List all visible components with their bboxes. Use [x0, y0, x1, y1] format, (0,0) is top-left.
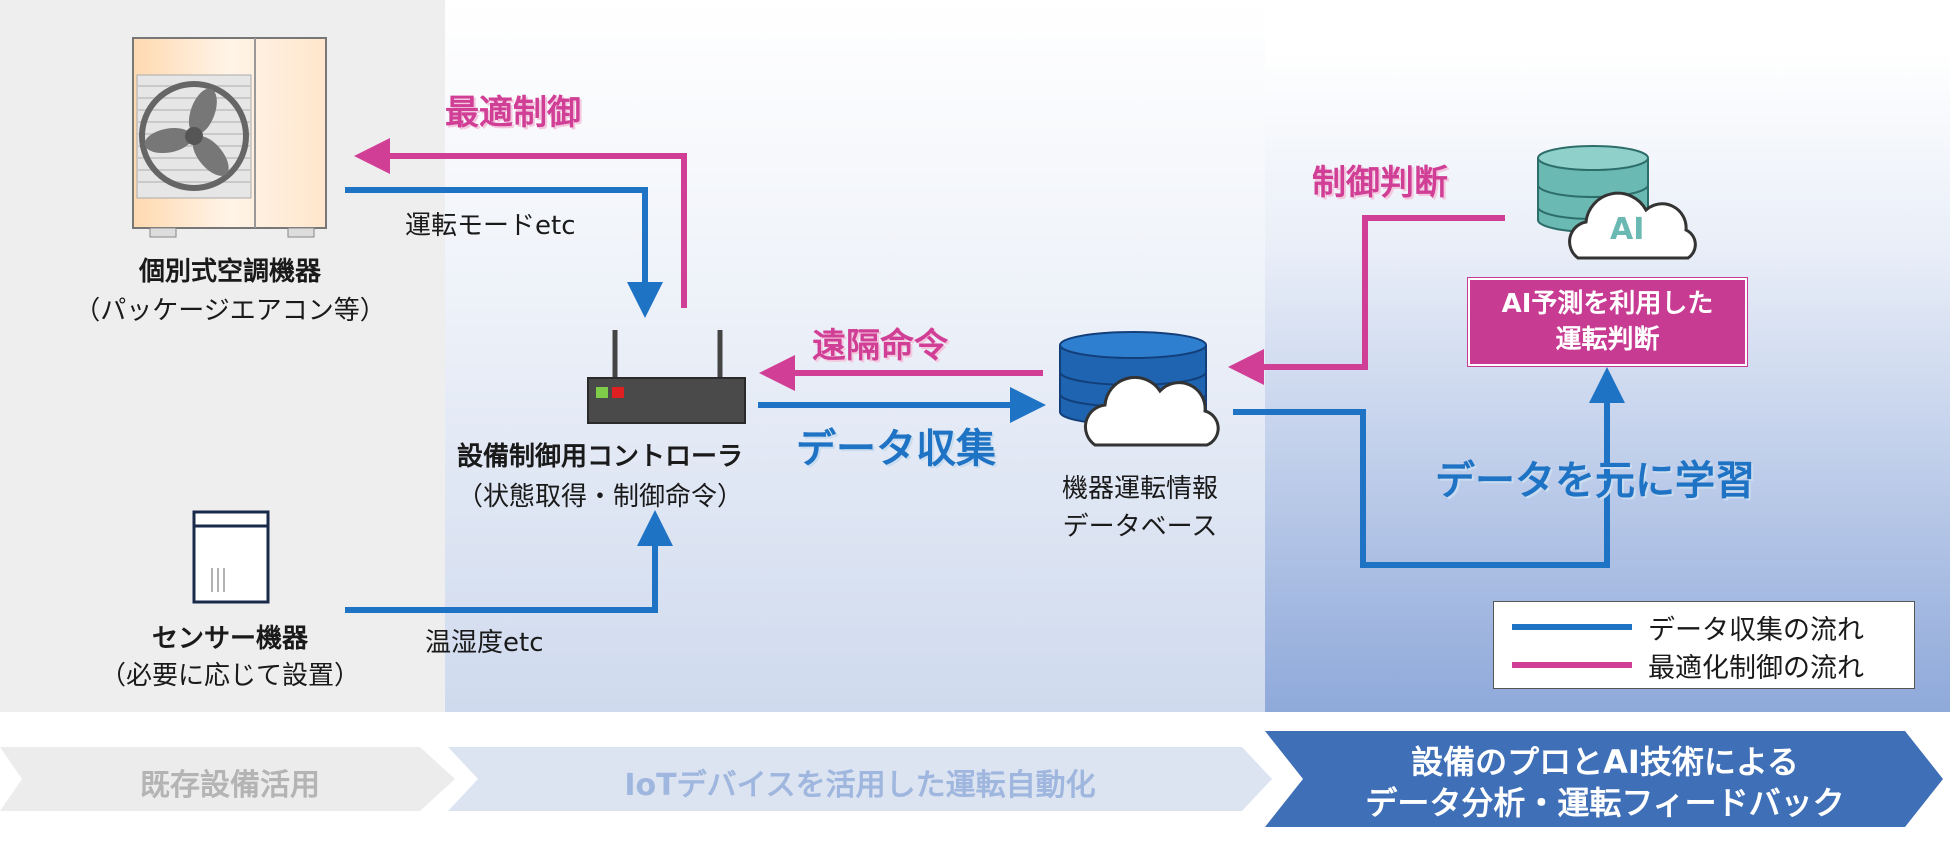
legend-swatch-control: [1512, 662, 1632, 668]
legend-label-control: 最適化制御の流れ: [1648, 652, 1864, 684]
stage-chevron-2: [448, 747, 1272, 811]
ai-badge: AI: [1610, 212, 1645, 247]
database-cloud-icon: [1059, 331, 1220, 447]
ai-box-line-1: AI予測を利用した: [1501, 289, 1714, 319]
database-label-2: データベース: [1062, 512, 1218, 542]
legend-item-control: 最適化制御の流れ: [1512, 648, 1864, 684]
legend-label-data: データ収集の流れ: [1648, 614, 1864, 646]
air-conditioner-icon: [132, 37, 327, 238]
label-temp-humidity: 温湿度etc: [425, 628, 544, 658]
ai-database-icon: [1537, 145, 1697, 260]
label-remote-command: 遠隔命令: [812, 326, 948, 366]
stage-label-ai-1: 設備のプロとAI技術による: [1411, 743, 1799, 781]
controller-router-icon: [587, 330, 746, 424]
legend-item-data: データ収集の流れ: [1512, 610, 1864, 646]
flow-aircon-to-controller: [345, 187, 663, 318]
sensor-name: センサー機器: [151, 624, 308, 654]
label-operation-mode: 運転モードetc: [405, 211, 576, 241]
stage-chevron-3: [1265, 731, 1943, 827]
legend-swatch-data: [1512, 624, 1632, 630]
aircon-sub: （パッケージエアコン等）: [74, 296, 386, 326]
ai-box-line-2: 運転判断: [1555, 325, 1660, 355]
flow-db-to-ai: [1233, 367, 1625, 568]
label-control-decision: 制御判断: [1312, 163, 1448, 203]
legend: データ収集の流れ 最適化制御の流れ: [1493, 601, 1915, 689]
stage-chevron-1: [0, 747, 455, 811]
stage-label-iot: IoTデバイスを活用した運転自動化: [624, 768, 1096, 803]
flow-sensor-to-controller: [345, 510, 673, 613]
aircon-name: 個別式空調機器: [138, 257, 321, 287]
sensor-icon: [192, 510, 270, 604]
controller-name: 設備制御用コントローラ: [456, 442, 743, 472]
sensor-sub: （必要に応じて設置）: [99, 661, 360, 691]
stage-label-existing: 既存設備活用: [140, 768, 320, 803]
controller-sub: （状態取得・制御命令）: [456, 482, 743, 512]
label-learn-from-data: データを元に学習: [1435, 458, 1755, 504]
label-data-collection: データ収集: [796, 426, 996, 472]
database-label-1: 機器運転情報: [1061, 474, 1218, 504]
label-optimal-control: 最適制御: [445, 93, 581, 133]
flow-controller-to-aircon: [354, 138, 687, 308]
ai-prediction-box: AI予測を利用した 運転判断: [1468, 278, 1747, 366]
stage-label-ai-2: データ分析・運転フィードバック: [1365, 784, 1845, 822]
flow-ai-to-db: [1228, 215, 1505, 385]
